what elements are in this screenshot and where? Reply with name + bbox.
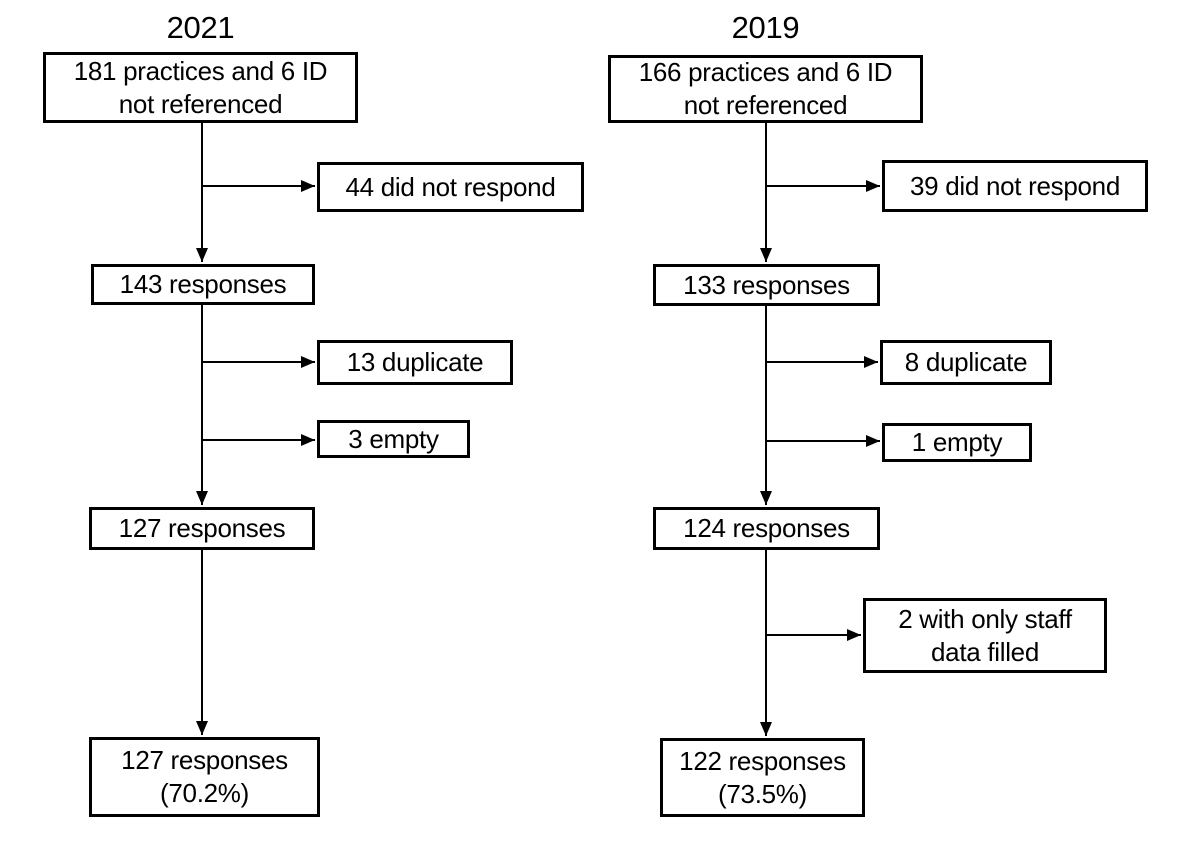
box-text: not referenced bbox=[118, 88, 283, 119]
box-2021-duplicate: 13 duplicate bbox=[317, 340, 513, 385]
column-title-2019: 2019 bbox=[731, 10, 800, 45]
box-2019-final: 122 responses (73.5%) bbox=[660, 738, 865, 817]
box-text: 181 practices and 6 ID bbox=[73, 55, 328, 86]
box-text: 127 responses bbox=[121, 745, 288, 775]
box-2021-empty: 3 empty bbox=[317, 420, 470, 458]
box-2019-staff-only: 2 with only staff data filled bbox=[863, 598, 1107, 673]
box-2019-empty: 1 empty bbox=[882, 423, 1032, 462]
box-2021-final: 127 responses (70.2%) bbox=[89, 737, 320, 817]
box-2021-did-not-respond: 44 did not respond bbox=[317, 162, 584, 212]
box-text: 3 empty bbox=[348, 423, 439, 454]
box-text: 13 duplicate bbox=[346, 347, 484, 377]
box-text: 39 did not respond bbox=[910, 170, 1120, 201]
box-text: (73.5%) bbox=[718, 778, 807, 809]
box-2021-143-responses: 143 responses bbox=[91, 264, 315, 305]
box-2019-source: 166 practices and 6 ID not referenced bbox=[608, 55, 923, 123]
box-text: (70.2%) bbox=[160, 778, 249, 808]
box-text: 133 responses bbox=[683, 269, 850, 300]
box-text: 143 responses bbox=[119, 269, 287, 299]
box-2019-duplicate: 8 duplicate bbox=[880, 340, 1052, 385]
box-2019-133-responses: 133 responses bbox=[653, 264, 880, 306]
box-text: 122 responses bbox=[679, 745, 846, 776]
box-text: 44 did not respond bbox=[345, 171, 556, 202]
box-text: 8 duplicate bbox=[904, 347, 1028, 377]
box-2019-did-not-respond: 39 did not respond bbox=[882, 160, 1148, 212]
box-text: data filled bbox=[931, 636, 1039, 667]
column-title-2021: 2021 bbox=[166, 10, 235, 45]
box-2021-127-responses: 127 responses bbox=[89, 507, 315, 550]
box-text: 1 empty bbox=[911, 427, 1003, 457]
box-2019-124-responses: 124 responses bbox=[653, 507, 880, 550]
box-2021-source: 181 practices and 6 ID not referenced bbox=[43, 52, 358, 123]
box-text: 2 with only staff bbox=[898, 603, 1072, 634]
box-text: not referenced bbox=[683, 90, 848, 120]
box-text: 166 practices and 6 ID bbox=[638, 57, 893, 87]
box-text: 124 responses bbox=[683, 513, 850, 543]
box-text: 127 responses bbox=[118, 513, 286, 543]
